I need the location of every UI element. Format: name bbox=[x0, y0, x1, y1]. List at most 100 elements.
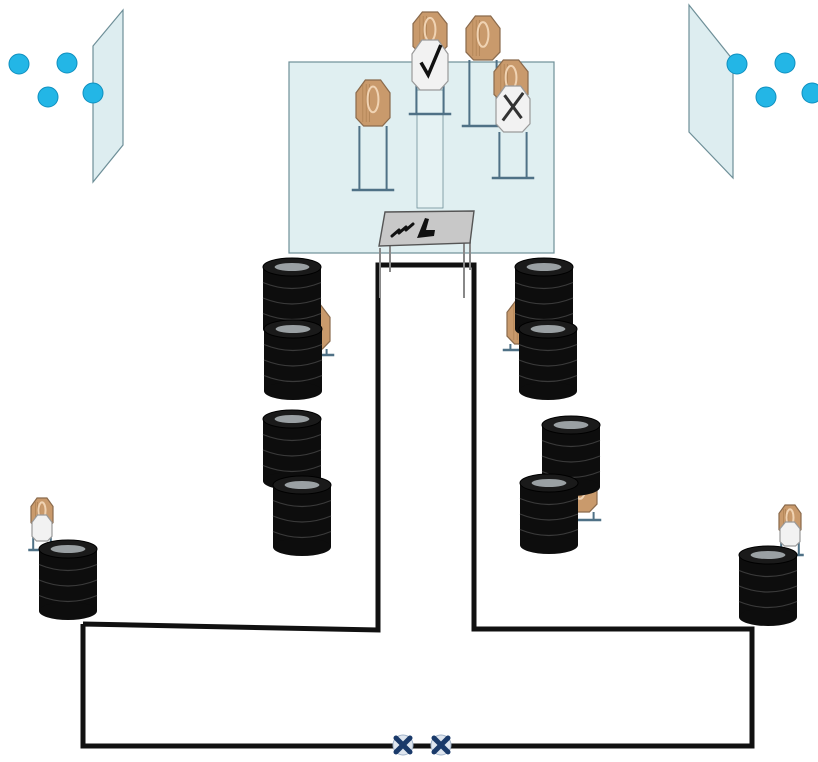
tire-body bbox=[263, 267, 321, 329]
tire-ring bbox=[514, 312, 574, 321]
steel-plate-icon bbox=[8, 53, 30, 75]
tire-hole bbox=[531, 478, 567, 488]
tire-ring bbox=[263, 359, 323, 367]
tire-bottom bbox=[520, 536, 578, 554]
fault-line bbox=[80, 262, 755, 749]
tire-bottom bbox=[519, 382, 577, 400]
tire-bottom bbox=[273, 538, 331, 556]
pistol-icon bbox=[417, 218, 435, 238]
tire-stack-icon bbox=[519, 473, 579, 554]
tire-barricades bbox=[38, 257, 798, 626]
tire-ring bbox=[518, 359, 578, 367]
magazine bbox=[404, 222, 415, 232]
steel-plate-icon bbox=[774, 52, 796, 74]
tire-hole bbox=[530, 324, 566, 334]
start-positions bbox=[392, 734, 452, 756]
tire-ring bbox=[519, 528, 579, 537]
tire-hole bbox=[274, 262, 310, 272]
target-a-zone bbox=[476, 21, 490, 48]
tire-bottom bbox=[39, 602, 97, 620]
tire-ring bbox=[262, 449, 322, 457]
no-shoot-target-icon bbox=[779, 521, 801, 547]
tire-ring bbox=[262, 312, 322, 321]
tire-ring bbox=[262, 464, 322, 473]
glass-panel-right bbox=[688, 3, 734, 180]
tire-ring bbox=[262, 297, 322, 305]
tire-hole bbox=[50, 544, 86, 554]
steel-plate-icon bbox=[726, 53, 748, 75]
steel-plate-icon bbox=[82, 82, 104, 104]
tire-ring bbox=[263, 343, 323, 352]
steel-plate-icon bbox=[755, 86, 777, 108]
magazine-icon bbox=[390, 222, 415, 238]
steel-plates bbox=[8, 52, 818, 108]
tire-ring bbox=[514, 297, 574, 305]
tire-hole bbox=[526, 262, 562, 272]
tire-ring bbox=[272, 530, 332, 539]
tire-stack-icon bbox=[38, 539, 98, 620]
target-body bbox=[779, 521, 801, 547]
targets bbox=[28, 11, 804, 557]
tire-ring bbox=[738, 600, 798, 609]
start-mark-stroke bbox=[431, 735, 451, 755]
tire-ring bbox=[519, 497, 579, 506]
table-group bbox=[378, 210, 475, 298]
tire-body bbox=[39, 549, 97, 611]
tire-stack-icon bbox=[263, 319, 323, 400]
tire-ring bbox=[262, 281, 322, 290]
magazine bbox=[390, 228, 401, 238]
tire-stack-icon bbox=[272, 475, 332, 556]
tire-stack-icon bbox=[738, 545, 798, 626]
tire-hole bbox=[553, 420, 589, 430]
tire-ring bbox=[38, 563, 98, 572]
tire-body bbox=[520, 483, 578, 545]
tire-ring bbox=[518, 374, 578, 383]
tire-hole bbox=[750, 550, 786, 560]
tire-ring bbox=[38, 579, 98, 587]
tire-bottom bbox=[739, 608, 797, 626]
no-shoot-target-icon bbox=[31, 514, 53, 542]
target-body bbox=[31, 514, 53, 542]
tire-ring bbox=[738, 585, 798, 593]
tire-ring bbox=[272, 515, 332, 523]
tire-body bbox=[515, 267, 573, 329]
tire-hole bbox=[284, 480, 320, 490]
pistol-body bbox=[417, 218, 435, 238]
x-mark-stroke bbox=[503, 94, 523, 120]
glass-panel-left bbox=[92, 8, 124, 184]
tire-body bbox=[519, 329, 577, 391]
tire-hole bbox=[275, 324, 311, 334]
check-mark-icon bbox=[419, 44, 443, 79]
tire-ring bbox=[262, 433, 322, 442]
no-shoot-target-icon bbox=[411, 39, 449, 91]
tire-bottom bbox=[264, 382, 322, 400]
tire-body bbox=[263, 419, 321, 481]
tire-ring bbox=[514, 281, 574, 290]
table-icon bbox=[378, 210, 475, 247]
start-position-icon bbox=[392, 734, 414, 756]
steel-plate-icon bbox=[56, 52, 78, 74]
target-a-zone bbox=[366, 85, 380, 114]
tire-ring bbox=[738, 569, 798, 578]
steel-plate-icon bbox=[801, 82, 818, 104]
tire-stack-icon bbox=[518, 319, 578, 400]
target-body bbox=[355, 79, 391, 127]
target-body bbox=[465, 15, 501, 61]
tire-body bbox=[264, 329, 322, 391]
tire-ring bbox=[38, 594, 98, 603]
glass-lane bbox=[416, 89, 444, 209]
tire-ring bbox=[541, 439, 601, 448]
start-mark-stroke bbox=[393, 735, 413, 755]
start-position-icon bbox=[430, 734, 452, 756]
cardboard-target-icon bbox=[351, 79, 395, 192]
no-shoot-target-icon bbox=[491, 85, 535, 180]
tire-body bbox=[739, 555, 797, 617]
tire-ring bbox=[518, 343, 578, 352]
tire-ring bbox=[519, 513, 579, 521]
tire-ring bbox=[272, 499, 332, 508]
target-body bbox=[411, 39, 449, 91]
magazine bbox=[397, 225, 408, 235]
tire-ring bbox=[263, 374, 323, 383]
x-mark-icon bbox=[501, 92, 525, 122]
